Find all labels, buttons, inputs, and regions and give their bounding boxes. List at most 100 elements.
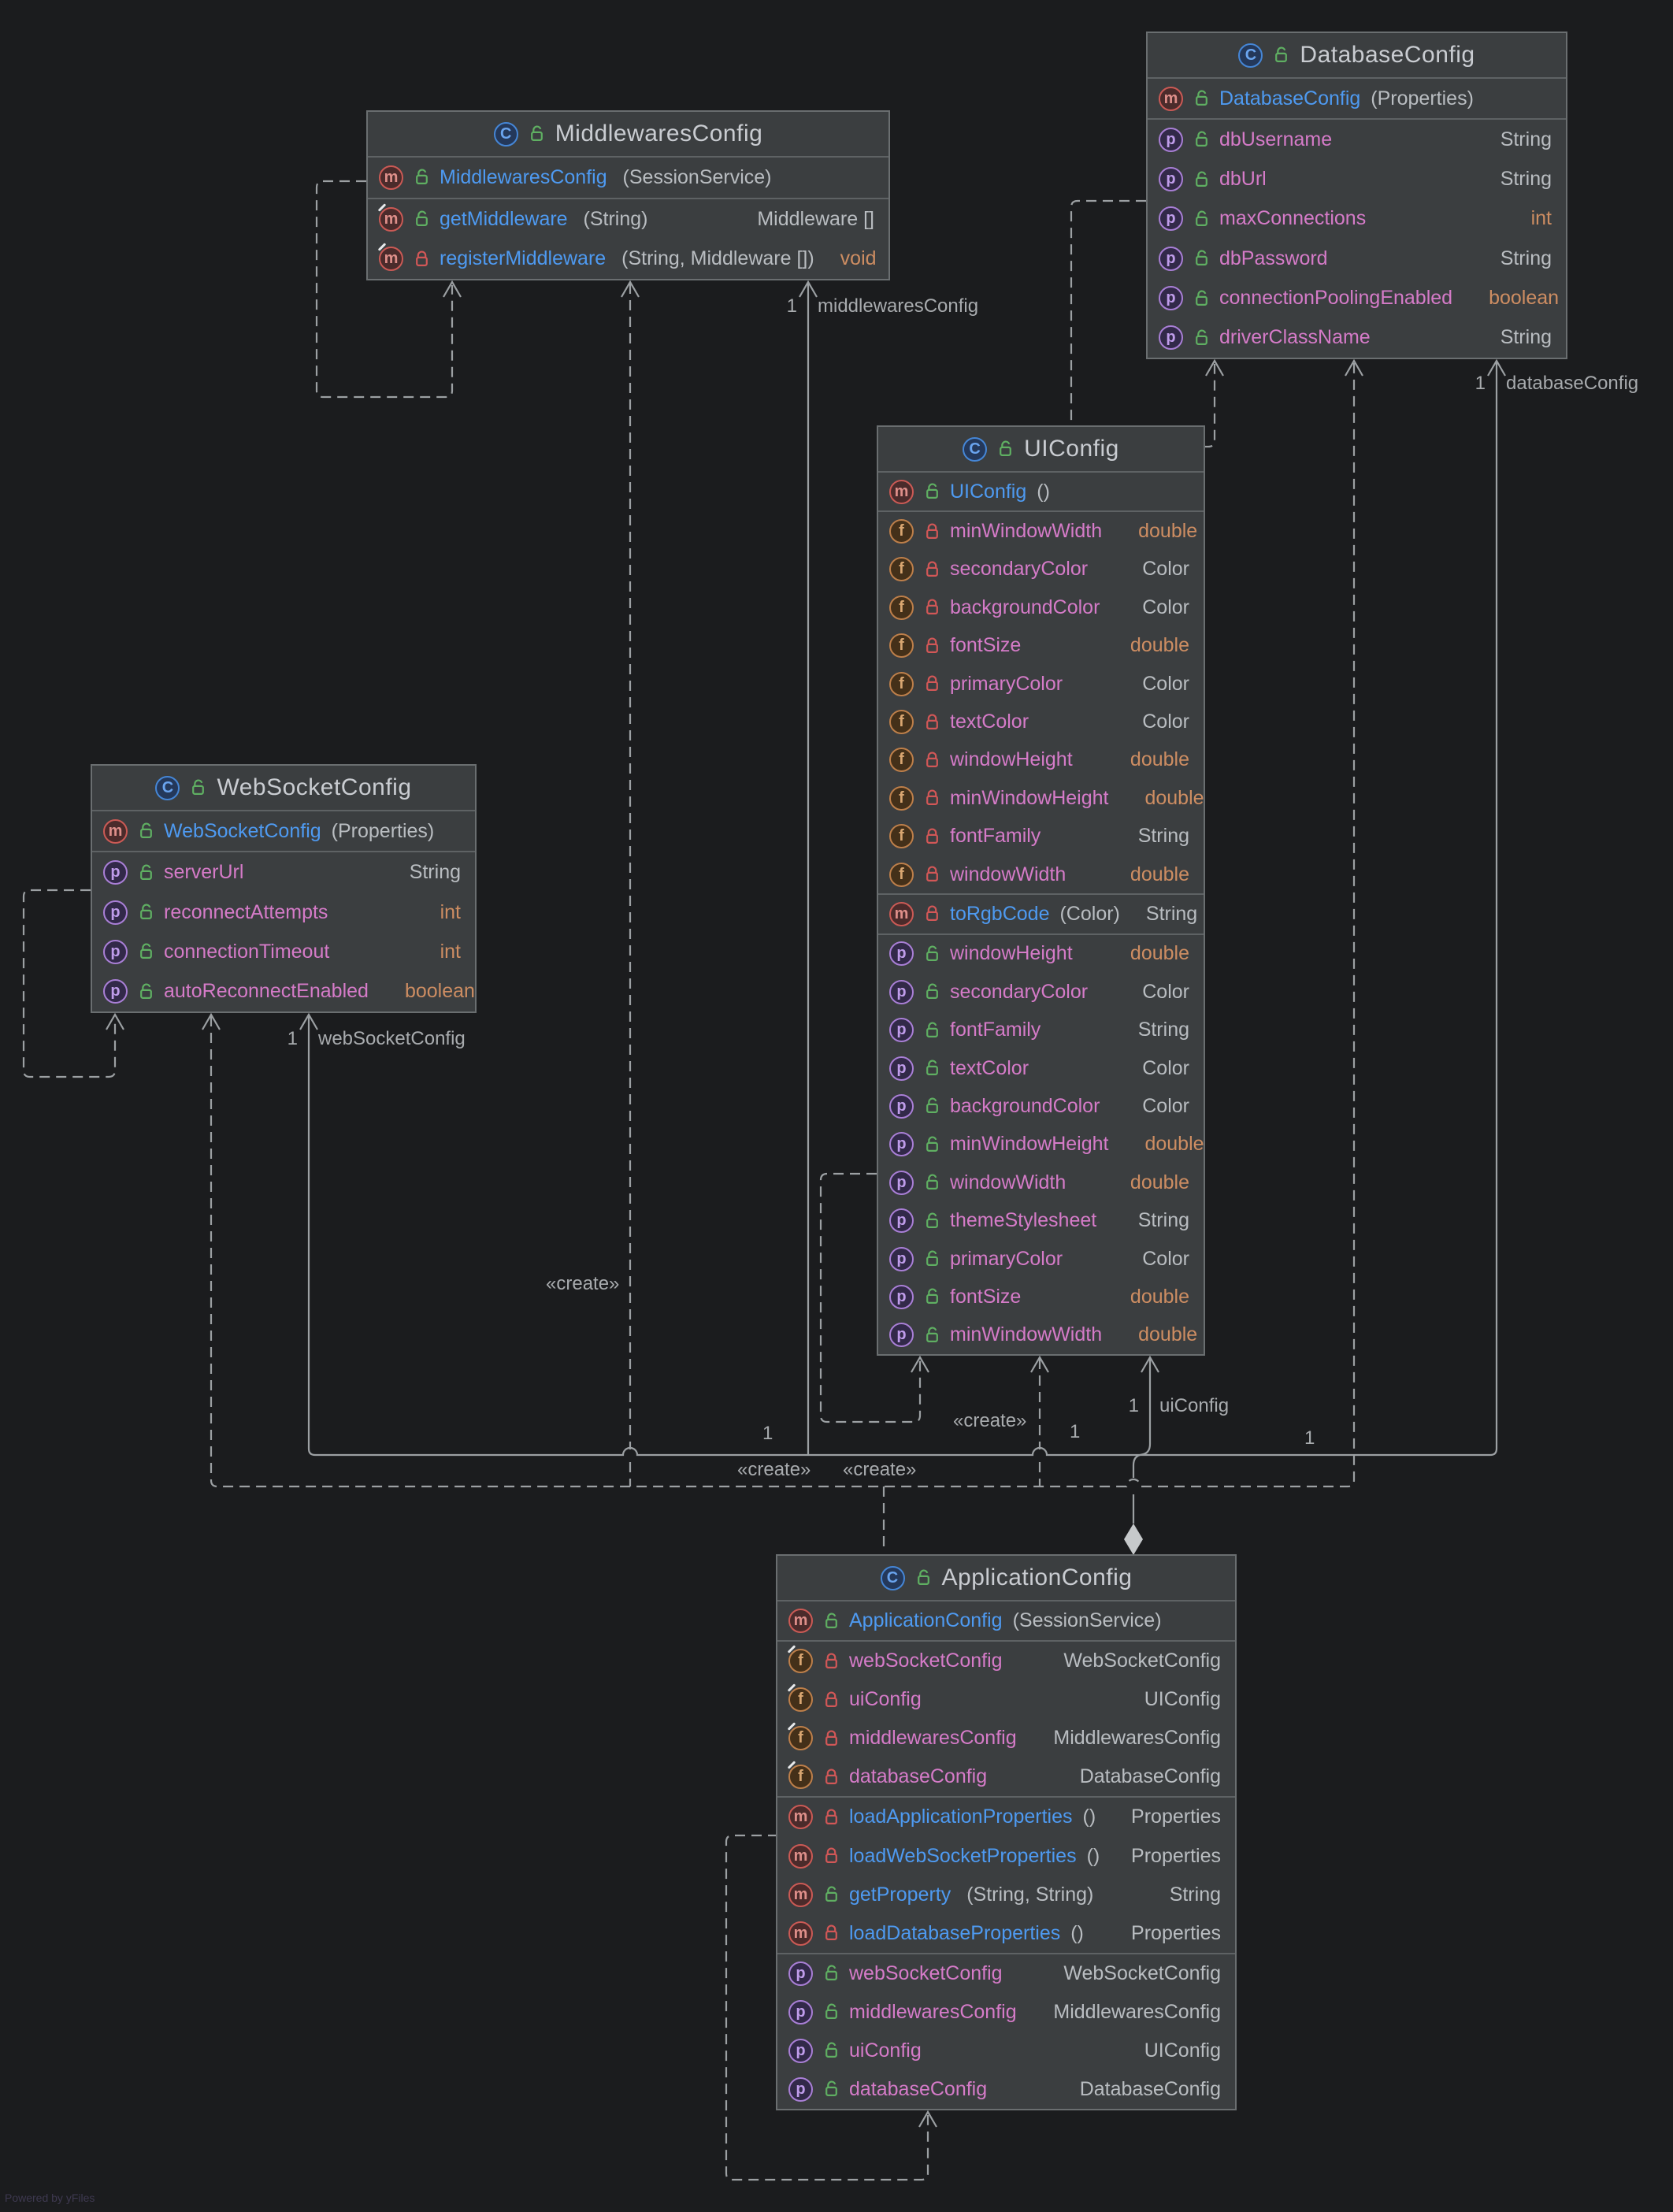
lock-open-icon <box>139 983 152 999</box>
member-row-connectionPoolingEnabled: p connectionPoolingEnabled boolean <box>1148 278 1566 317</box>
member-name: databaseConfig <box>849 2077 988 2100</box>
member-name: windowWidth <box>950 863 1066 885</box>
lock-open-icon <box>1195 329 1207 345</box>
class-title: ApplicationConfig <box>941 1564 1133 1590</box>
lock-open-icon <box>139 864 152 880</box>
member-section: m MiddlewaresConfig (SessionService) <box>368 158 888 198</box>
member-section: m DatabaseConfig(Properties) <box>1148 79 1566 118</box>
prop-icon: p <box>103 939 128 964</box>
member-name: toRgbCode <box>950 902 1050 925</box>
member-row-fontFamily: f fontFamily String <box>878 818 1204 855</box>
open-arrowhead-icon <box>799 280 818 298</box>
member-type: double <box>1130 863 1189 885</box>
member-type: Properties <box>1131 1921 1221 1944</box>
method-icon: m <box>379 206 403 232</box>
member-name: serverUrl <box>164 861 244 884</box>
lock-closed-icon <box>825 1809 837 1824</box>
member-name: dbUsername <box>1219 128 1333 150</box>
member-row-webSocketConfig: f webSocketConfig WebSocketConfig <box>777 1642 1235 1680</box>
member-row-uiConfig: f uiConfig UIConfig <box>777 1680 1235 1719</box>
member-row-getMiddleware: m getMiddleware (String) Middleware [] <box>368 199 888 239</box>
member-name: primaryColor <box>950 672 1063 695</box>
member-type: String <box>1500 247 1552 269</box>
lock-open-icon <box>192 779 205 795</box>
lock-open-icon <box>1275 46 1288 62</box>
prop-icon: p <box>1159 325 1183 351</box>
prop-icon: p <box>788 2038 813 2063</box>
open-arrowhead-icon <box>1141 1355 1159 1373</box>
multiplicity-one-label: 1 <box>1304 1427 1315 1449</box>
selfloop-application <box>725 1834 929 2181</box>
method-icon: m <box>379 247 403 272</box>
member-params: () <box>1037 480 1050 503</box>
member-params: () <box>1086 1844 1100 1867</box>
role-name: webSocketConfig <box>318 1028 466 1049</box>
member-type: DatabaseConfig <box>1079 1765 1221 1788</box>
field-icon: f <box>889 862 914 887</box>
prop-icon: p <box>889 1208 914 1234</box>
class-node-websocket-config[interactable]: C WebSocketConfig m WebSocketConfig(Prop… <box>91 764 477 1013</box>
member-type: void <box>840 247 877 270</box>
method-icon: m <box>788 1805 813 1830</box>
member-row-driverClassName: p driverClassName String <box>1148 318 1566 358</box>
method-icon: m <box>788 1921 813 1946</box>
lock-closed-icon <box>825 1847 837 1863</box>
lock-open-icon <box>1195 131 1207 147</box>
class-node-application-config[interactable]: C ApplicationConfig m ApplicationConfig (… <box>776 1554 1237 2110</box>
prop-icon: p <box>788 1961 813 1986</box>
member-row-uiConfig: p uiConfig UIConfig <box>777 2032 1235 2070</box>
field-icon: f <box>889 671 914 696</box>
member-type: boolean <box>404 980 475 1003</box>
field-icon: f <box>788 1765 813 1790</box>
class-header: C DatabaseConfig <box>1148 33 1566 79</box>
field-icon: f <box>788 1687 813 1713</box>
class-node-middlewares-config[interactable]: C MiddlewaresConfig m MiddlewaresConfig … <box>366 110 890 280</box>
member-type: int <box>1530 207 1552 230</box>
prop-icon: p <box>889 941 914 967</box>
member-row-maxConnections: p maxConnections int <box>1148 199 1566 239</box>
member-row-windowWidth: f windowWidth double <box>878 855 1204 893</box>
lock-open-icon <box>139 943 152 959</box>
member-type: double <box>1130 748 1189 771</box>
member-name: uiConfig <box>849 2039 922 2062</box>
member-name: driverClassName <box>1219 326 1371 349</box>
class-header: C ApplicationConfig <box>777 1556 1235 1601</box>
open-arrowhead-icon <box>1487 358 1506 377</box>
prop-icon: p <box>103 979 128 1004</box>
class-icon: C <box>963 436 988 462</box>
member-row-primaryColor: f primaryColor Color <box>878 665 1204 703</box>
lock-closed-icon <box>926 752 938 767</box>
lock-open-icon <box>926 1212 938 1228</box>
field-icon: f <box>788 1649 813 1674</box>
role-name: uiConfig <box>1159 1395 1230 1416</box>
member-type: Color <box>1142 711 1189 733</box>
member-name: registerMiddleware <box>440 247 607 270</box>
method-icon: m <box>889 479 914 504</box>
member-row-registerMiddleware: m registerMiddleware (String, Middleware… <box>368 239 888 279</box>
member-name: maxConnections <box>1219 207 1367 230</box>
member-type: double <box>1138 1323 1198 1346</box>
member-row-windowHeight: p windowHeight double <box>878 935 1204 973</box>
lock-open-icon <box>825 1886 837 1902</box>
member-row-connectionTimeout: p connectionTimeout int <box>92 932 475 971</box>
member-type: Color <box>1142 980 1189 1003</box>
class-title: WebSocketConfig <box>217 774 412 800</box>
lock-closed-icon <box>926 561 938 577</box>
member-row-windowHeight: f windowHeight double <box>878 741 1204 779</box>
selfloop-websocket <box>22 889 117 1078</box>
lock-open-icon <box>926 1327 938 1342</box>
member-name: backgroundColor <box>950 1094 1100 1117</box>
class-node-database-config[interactable]: C DatabaseConfig m DatabaseConfig(Proper… <box>1146 32 1567 359</box>
lock-open-icon <box>926 1022 938 1037</box>
prop-icon: p <box>788 2077 813 2102</box>
open-arrowhead-icon <box>1030 1355 1049 1373</box>
member-type: Color <box>1142 1094 1189 1117</box>
arrowheads <box>106 280 1506 2128</box>
member-name: fontSize <box>950 634 1022 657</box>
member-type: UIConfig <box>1144 2039 1221 2062</box>
selfloop-uiconfig <box>819 1172 922 1423</box>
open-arrowhead-icon <box>918 2110 937 2128</box>
field-icon: f <box>788 1726 813 1751</box>
prop-icon: p <box>889 1170 914 1195</box>
class-node-ui-config[interactable]: C UIConfig m UIConfig() f minWindowWidth… <box>877 425 1205 1356</box>
